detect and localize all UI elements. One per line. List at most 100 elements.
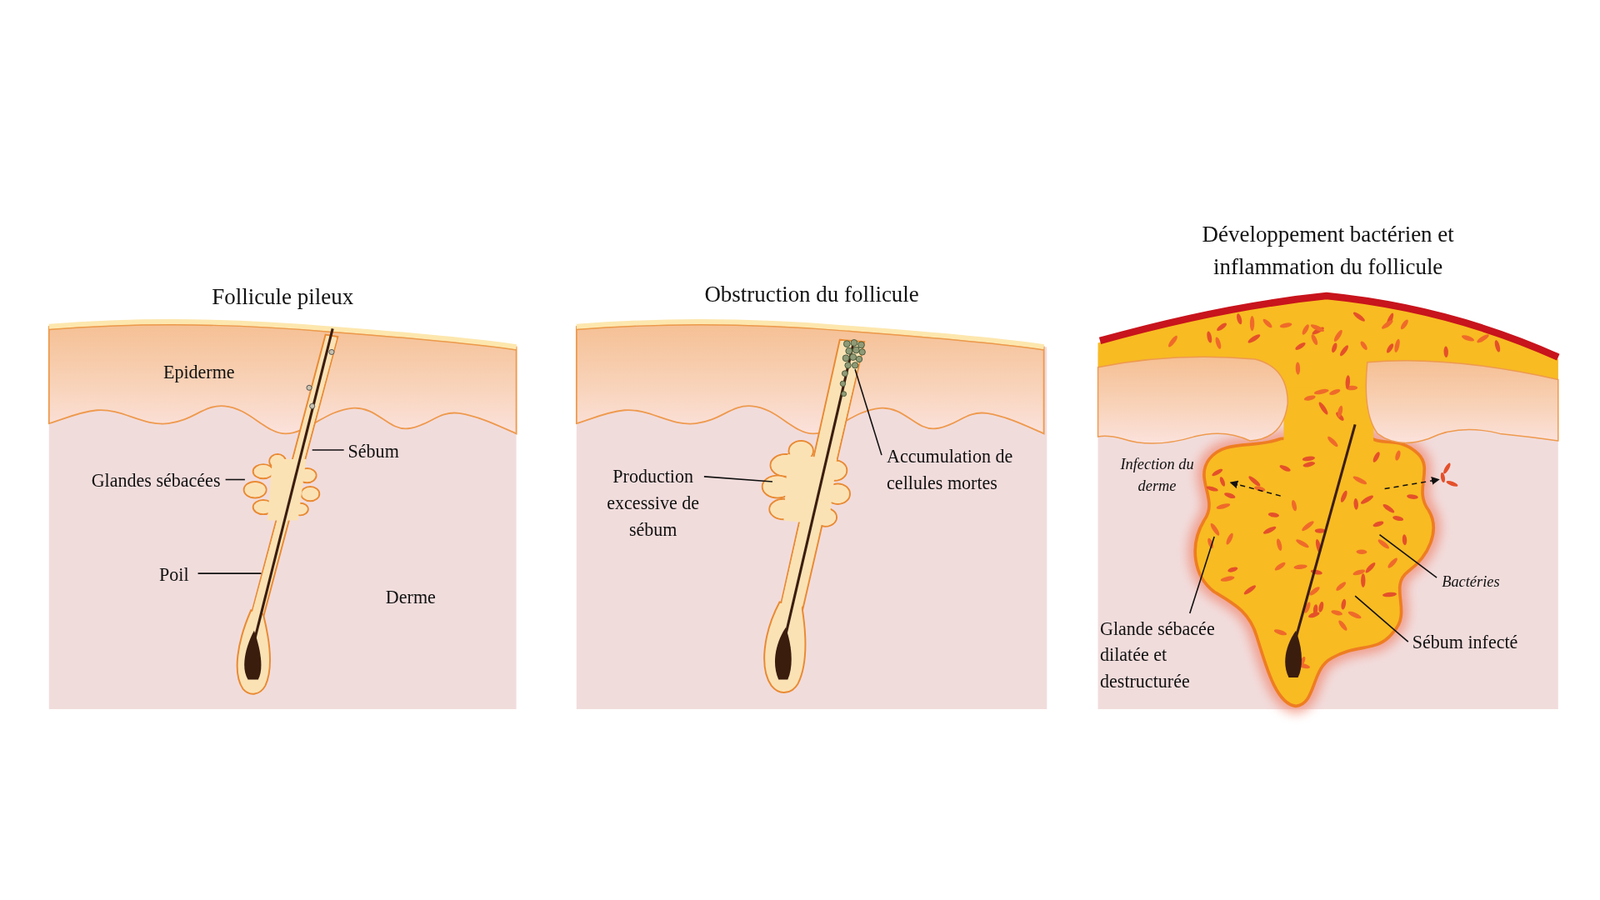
- bacterium: [1261, 317, 1274, 330]
- epiderme-band: [576, 321, 1045, 434]
- bacterium: [1279, 321, 1293, 329]
- bacterium: [1355, 549, 1367, 555]
- bacterium: [1209, 522, 1221, 537]
- skin-surface-line: [576, 325, 1045, 350]
- bacterium: [1372, 520, 1385, 528]
- bacterium: [1273, 560, 1287, 572]
- epiderme-chunk: [1365, 360, 1559, 444]
- bacterium: [1382, 591, 1398, 598]
- bacterium: [1310, 333, 1320, 346]
- derme-area: [1098, 351, 1559, 710]
- bacterium: [1247, 475, 1262, 489]
- bacterium: [1330, 609, 1344, 617]
- hair-root: [244, 630, 261, 680]
- hair-root: [1285, 630, 1302, 678]
- part-label: Epiderme: [163, 359, 235, 386]
- infection-spots: [1205, 461, 1459, 492]
- part-label: Sébum: [348, 437, 400, 465]
- bacterium: [1215, 321, 1229, 333]
- bacterium: [1313, 388, 1330, 396]
- bacterium: [1242, 584, 1257, 597]
- bacterium: [1275, 538, 1284, 552]
- bacterium: [1295, 538, 1310, 550]
- panel: Follicule pileux: [49, 281, 517, 710]
- bacterium: [1273, 628, 1288, 637]
- panel-3-art: [1098, 295, 1559, 710]
- bacterium: [1376, 538, 1390, 551]
- bacterium: [1475, 333, 1490, 345]
- bacterium: [1339, 490, 1349, 504]
- part-label: Infection du derme: [1112, 454, 1203, 497]
- bacterium: [1336, 405, 1345, 418]
- bacterium: [1225, 532, 1235, 546]
- part-label: Poil: [159, 560, 190, 588]
- bacterium: [1312, 604, 1319, 615]
- bacterium: [1360, 573, 1365, 588]
- bacterium: [1353, 498, 1359, 510]
- part-label: Derme: [385, 583, 436, 610]
- bacterium: [1406, 494, 1419, 500]
- bacterium: [1392, 515, 1405, 522]
- bacterium: [1386, 556, 1400, 570]
- bacterium: [1493, 339, 1501, 353]
- bacterium: [1394, 450, 1402, 462]
- bacterium: [1330, 342, 1339, 354]
- leader-lines: [704, 369, 882, 482]
- hair-shaft: [1295, 424, 1355, 638]
- bacterium: [1214, 336, 1223, 350]
- bacterium: [1262, 525, 1278, 535]
- sebum-droplets: [306, 349, 335, 409]
- bacterium: [1227, 565, 1239, 574]
- bacterium: [1364, 560, 1377, 575]
- red-crust: [1100, 295, 1559, 357]
- skin-surface-line: [49, 325, 517, 350]
- bacterium: [1340, 598, 1348, 610]
- hair-shaft: [255, 328, 333, 638]
- bacterium: [1332, 329, 1344, 344]
- panel-title: Développement bactérien et inflammation …: [1160, 218, 1497, 284]
- bacterium: [1360, 494, 1375, 506]
- bacterium: [1381, 502, 1396, 515]
- bacterium: [1335, 580, 1348, 593]
- bacterium: [1220, 575, 1235, 583]
- part-label: Glande sébacée dilatée et destructurée: [1100, 615, 1238, 695]
- bacterium: [1385, 342, 1395, 355]
- bacterium: [1345, 375, 1351, 390]
- hair-root: [775, 627, 792, 680]
- bacterium: [1401, 534, 1407, 546]
- bacterium: [1347, 610, 1363, 620]
- bacterium: [1310, 323, 1325, 334]
- bacterium: [1352, 568, 1366, 577]
- bacterium: [1300, 323, 1310, 336]
- bacterium: [1205, 330, 1213, 344]
- bacterium: [1303, 394, 1316, 402]
- bacterium: [1443, 345, 1449, 358]
- bacterium: [1337, 619, 1350, 632]
- part-label: Production excessive de sébum: [586, 463, 720, 544]
- bacterium: [1253, 485, 1266, 493]
- bacterium: [1215, 502, 1231, 511]
- bacterium: [1351, 475, 1368, 486]
- epiderme-chunk: [1098, 356, 1289, 444]
- bacterium: [1293, 564, 1308, 570]
- bacterium: [1235, 313, 1244, 325]
- panel-1-art: [49, 321, 517, 710]
- follicle-channel: [1283, 387, 1374, 451]
- bacterium: [1399, 318, 1410, 330]
- follicle: [762, 340, 865, 693]
- bacterium: [1301, 455, 1315, 462]
- part-label: Sébum infecté: [1412, 628, 1519, 655]
- bacterium: [1371, 450, 1381, 464]
- bacterium: [1250, 315, 1255, 331]
- bacterium: [1328, 387, 1341, 396]
- bacterium: [1460, 334, 1475, 343]
- panel-2-art: [576, 321, 1047, 710]
- leader-lines: [1190, 535, 1437, 643]
- follicle: [237, 335, 339, 695]
- bacterium: [1317, 600, 1325, 613]
- bacterium: [1359, 340, 1369, 351]
- bacterium: [1393, 338, 1401, 353]
- part-label: Glandes sébacées: [40, 467, 221, 495]
- part-label: Accumulation de cellules mortes: [886, 442, 1042, 496]
